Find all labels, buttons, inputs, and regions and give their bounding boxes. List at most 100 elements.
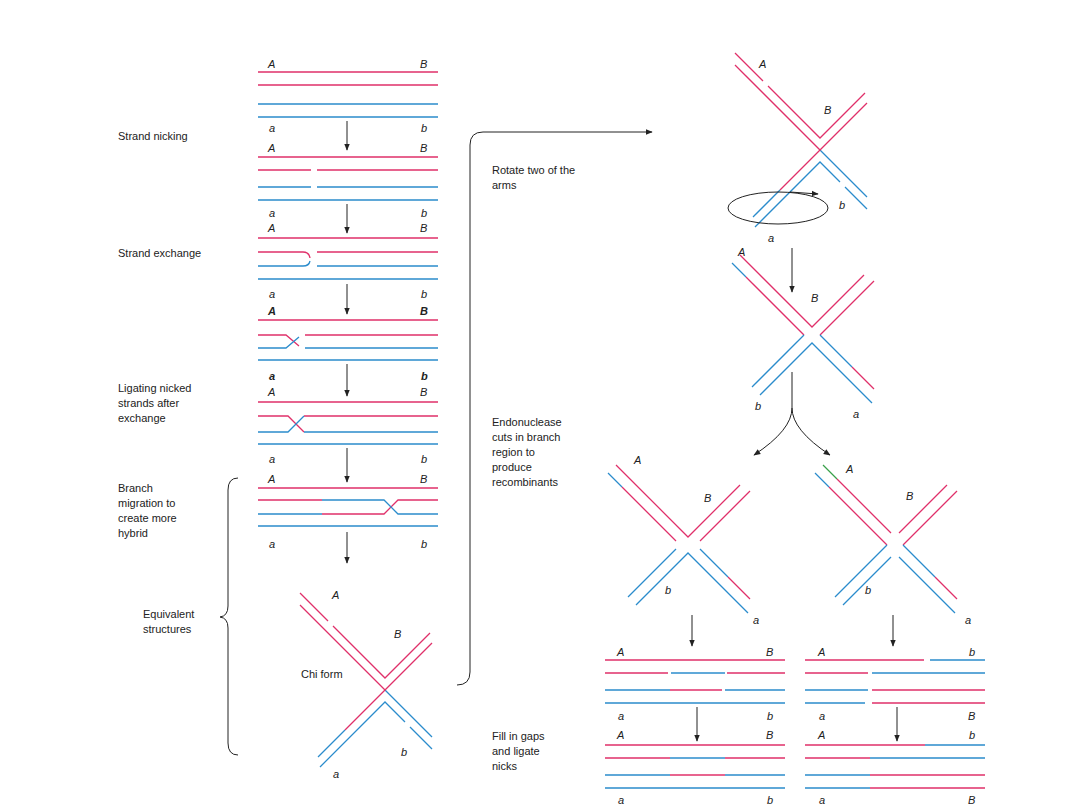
recombinant-panels-part (805, 660, 985, 703)
dna-panels-part (258, 238, 438, 258)
allele-label: a (269, 207, 275, 219)
allele-label: A (268, 222, 275, 234)
rotation-ellipse-part (790, 192, 818, 194)
allele-label: b (401, 746, 407, 758)
allele-label: a (269, 122, 275, 134)
chi-form-rotating (735, 53, 867, 227)
allele-label: b (421, 207, 427, 219)
allele-label: a (269, 370, 275, 382)
recombinant-panels-part (805, 660, 985, 703)
allele-label: b (865, 584, 871, 596)
allele-label: A (759, 58, 766, 70)
resolved-junction-right-part (815, 473, 829, 487)
allele-label: b (767, 710, 773, 722)
open-junction-part (746, 277, 804, 335)
step-arrows-part (792, 248, 793, 292)
dna-panels (258, 72, 438, 526)
allele-label: B (420, 305, 428, 317)
allele-label: a (965, 614, 971, 626)
recombinant-panels-part (805, 745, 985, 788)
recombinant-panels-part (605, 745, 785, 758)
allele-label: a (819, 794, 825, 806)
dna-panels-part (258, 337, 438, 360)
allele-label: A (634, 454, 641, 466)
allele-label: B (394, 628, 401, 640)
allele-label: a (333, 768, 339, 780)
allele-label: B (824, 104, 831, 116)
resolved-junction-left-part (700, 549, 728, 577)
allele-label: a (269, 453, 275, 465)
allele-label: B (704, 492, 711, 504)
allele-label: a (768, 232, 774, 244)
allele-label: a (269, 538, 275, 550)
step-arrows-part (792, 408, 830, 455)
dna-panels-part (258, 500, 438, 526)
step-label: Endonuclease cuts in branch region to pr… (492, 415, 572, 490)
allele-label: b (839, 199, 845, 211)
open-junction-part (760, 343, 872, 403)
allele-label: A (846, 463, 853, 475)
step-label: Ligating nicked strands after exchange (118, 381, 198, 426)
step-label: Rotate two of the arms (492, 163, 592, 193)
dna-panels-part (258, 187, 438, 200)
allele-label: b (421, 538, 427, 550)
allele-label: b (969, 729, 975, 741)
step-arrows-part (697, 707, 698, 741)
allele-label: B (420, 473, 427, 485)
open-junction-part (740, 255, 864, 327)
resolved-junction-left-part (616, 465, 740, 537)
step-arrows-part (347, 364, 348, 396)
dna-panels-part (258, 104, 438, 117)
allele-label: B (766, 646, 773, 658)
allele-label: A (617, 729, 624, 741)
resolved-junction-right-part (903, 545, 935, 577)
resolved-junction-right-part (899, 557, 955, 613)
resolved-junction-right-part (829, 487, 887, 545)
allele-label: A (738, 246, 745, 258)
dna-panels-part (258, 72, 438, 85)
allele-label: A (818, 729, 825, 741)
recombinant-panels-part (670, 774, 725, 775)
equivalence-brace (220, 478, 238, 755)
allele-label: a (618, 710, 624, 722)
allele-label: b (421, 453, 427, 465)
allele-label: b (421, 370, 428, 382)
allele-label: B (906, 490, 913, 502)
dna-panels-part (258, 261, 438, 279)
allele-label: a (819, 710, 825, 722)
step-arrows-part (897, 707, 898, 741)
dna-panels-part (258, 416, 438, 444)
resolved-junction-right-part (843, 557, 891, 605)
recombinant-panels-part (605, 775, 785, 788)
dna-panels-part (258, 320, 438, 346)
resolved-junction-right-part (903, 491, 957, 545)
allele-label: b (767, 794, 773, 806)
allele-label: B (968, 794, 975, 806)
allele-label: b (421, 288, 427, 300)
allele-label: A (268, 142, 275, 154)
step-arrows-part (893, 615, 894, 646)
recombinant-panels-part (670, 757, 725, 758)
allele-label: A (818, 646, 825, 658)
step-arrows-part (692, 615, 693, 646)
resolved-junction-left-part (700, 491, 750, 541)
open-junction-part (732, 263, 746, 277)
resolved-junction-right (815, 465, 957, 613)
allele-label: a (853, 408, 859, 420)
allele-label: b (421, 122, 427, 134)
resolved-junction-right-part (837, 479, 891, 533)
allele-label: B (420, 222, 427, 234)
step-arrows-part (347, 532, 348, 563)
allele-label: B (766, 729, 773, 741)
allele-label: B (968, 710, 975, 722)
recombinant-panels-part (805, 745, 985, 788)
allele-label: A (268, 58, 275, 70)
dna-panels-part (258, 488, 438, 514)
allele-label: A (268, 473, 275, 485)
allele-label: a (618, 794, 624, 806)
rotation-ellipse (728, 192, 828, 224)
allele-label: b (969, 646, 975, 658)
dna-panels-part (258, 402, 438, 432)
step-label: Strand exchange (118, 246, 238, 261)
